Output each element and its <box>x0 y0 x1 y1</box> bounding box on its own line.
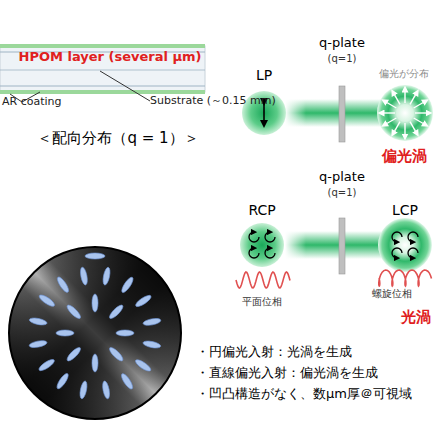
orientation-disk <box>9 247 181 419</box>
label: RCP <box>248 203 275 218</box>
label: AR coating <box>2 96 62 108</box>
label: 偏光渦 <box>382 148 427 165</box>
label: LCP <box>392 203 418 218</box>
label: ・直線偏光入射：偏光渦を生成 <box>196 366 378 380</box>
label: 平面位相 <box>242 296 282 307</box>
label: q-plate <box>319 36 365 50</box>
label: HPOM layer (several μm) <box>19 50 202 64</box>
label: 光渦 <box>401 309 431 326</box>
label: Substrate (～0.15 mm) <box>150 95 276 107</box>
label: ＜配向分布（q = 1）＞ <box>37 130 198 147</box>
label: 螺旋位相 <box>372 288 412 299</box>
label: ・円偏光入射：光渦を生成 <box>196 345 352 359</box>
cp-setup <box>236 218 432 288</box>
lp-setup <box>242 85 433 142</box>
label: (q=1) <box>328 53 357 64</box>
film-section <box>0 44 205 102</box>
label: LP <box>256 68 272 83</box>
label: ・凹凸構造がなく、数μm厚＠可視域 <box>196 387 412 401</box>
label: q-plate <box>319 170 365 184</box>
label: 偏光が分布 <box>379 68 429 79</box>
label: (q=1) <box>328 187 357 198</box>
